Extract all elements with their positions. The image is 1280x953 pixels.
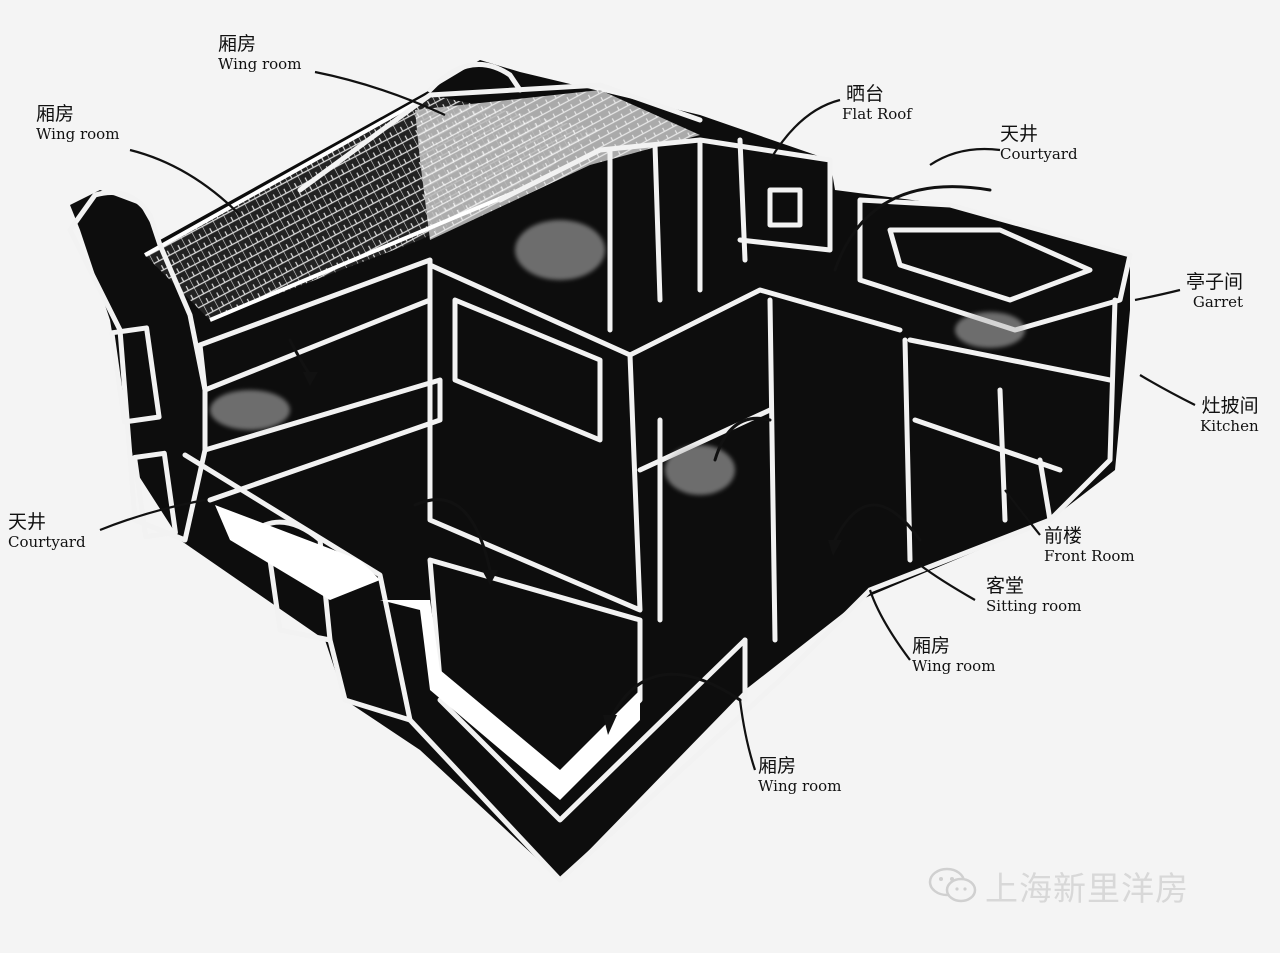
label-zh: 晒台: [846, 83, 885, 105]
floor-areas: [215, 505, 640, 800]
label-wing-room-mid: 厢房 Wing room: [912, 635, 996, 675]
label-en: Wing room: [36, 124, 120, 143]
label-sitting-room: 客堂 Sitting room: [986, 575, 1082, 615]
label-wing-room-left: 厢房 Wing room: [36, 103, 120, 143]
label-en: Garret: [1192, 292, 1244, 311]
leader-lines: [99, 70, 1196, 771]
watermark-text: 上海新里洋房: [985, 869, 1189, 908]
label-zh: 灶披间: [1201, 395, 1259, 417]
label-en: Courtyard: [8, 532, 86, 551]
room-shading: [210, 220, 1025, 495]
label-courtyard-right: 天井 Courtyard: [1000, 123, 1078, 163]
label-courtyard-left: 天井 Courtyard: [8, 511, 86, 551]
label-zh: 客堂: [986, 575, 1025, 597]
label-en: Wing room: [218, 54, 302, 73]
label-zh: 前楼: [1044, 525, 1083, 547]
label-garret: 亭子间 Garret: [1186, 271, 1244, 311]
label-en: Wing room: [758, 776, 842, 795]
label-zh: 厢房: [758, 755, 797, 777]
label-en: Flat Roof: [842, 104, 912, 123]
label-zh: 厢房: [912, 635, 951, 657]
tiled-roof: [144, 90, 700, 322]
arrow-wing-room-bottom: [608, 672, 742, 722]
label-flat-roof: 晒台 Flat Roof: [842, 83, 912, 123]
label-kitchen: 灶披间 Kitchen: [1200, 395, 1259, 435]
label-en: Front Room: [1044, 546, 1135, 565]
label-zh: 亭子间: [1186, 271, 1244, 293]
structure-lines: [67, 61, 1133, 883]
arrow-courtyard-left: [413, 498, 492, 572]
label-zh: 厢房: [218, 33, 257, 55]
arrow-center: [713, 416, 772, 462]
arrow-sitting-room: [833, 503, 922, 542]
label-en: Wing room: [912, 656, 996, 675]
label-en: Courtyard: [1000, 144, 1078, 163]
label-wing-room-top: 厢房 Wing room: [218, 33, 302, 73]
label-wing-room-bottom: 厢房 Wing room: [758, 755, 842, 795]
label-zh: 天井: [1000, 123, 1039, 145]
label-zh: 天井: [8, 511, 47, 533]
label-en: Kitchen: [1200, 416, 1259, 435]
arrow-heads: [303, 372, 842, 735]
wechat-icon: [928, 867, 977, 903]
label-en: Sitting room: [986, 596, 1082, 615]
label-zh: 厢房: [36, 103, 75, 125]
arrow-courtyard-right: [833, 185, 992, 272]
label-front-room: 前楼 Front Room: [1044, 525, 1135, 565]
